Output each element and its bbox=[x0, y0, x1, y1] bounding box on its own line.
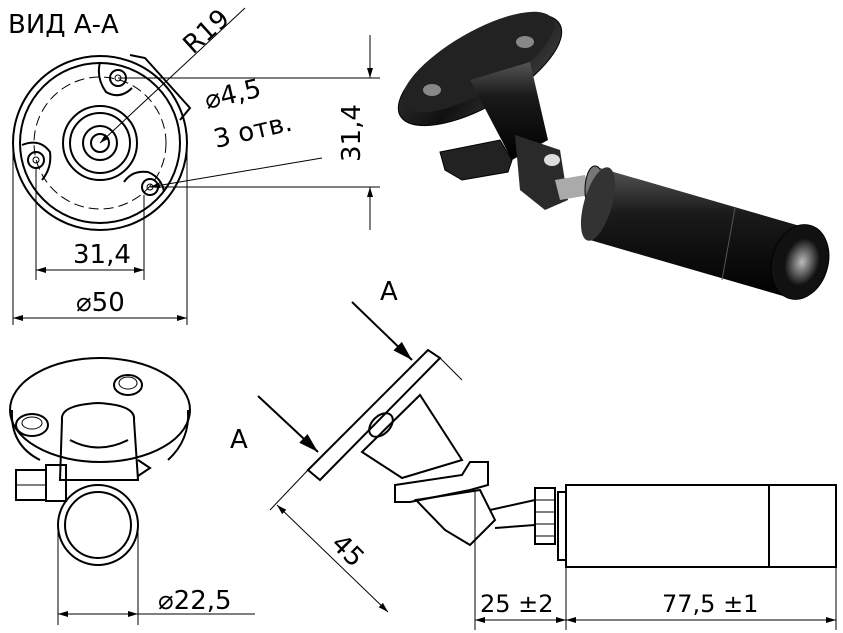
side-bracket bbox=[394, 461, 489, 503]
front-neck bbox=[58, 401, 140, 481]
hole-diameter-value: 4,5 bbox=[217, 74, 264, 113]
side-plate-hole bbox=[368, 412, 394, 438]
width-dim-label: 31,4 bbox=[73, 240, 131, 270]
angle-ext-right bbox=[439, 357, 463, 381]
mount-ring-mid bbox=[69, 112, 131, 174]
camera-3d-render bbox=[397, 11, 830, 300]
render-swivel-hole bbox=[544, 154, 560, 166]
render-hole-1 bbox=[423, 84, 441, 96]
svg-text:⌀22,5: ⌀22,5 bbox=[158, 586, 232, 616]
height-dim-label: 31,4 bbox=[337, 104, 367, 162]
front-screw-left bbox=[15, 413, 49, 437]
svg-text:⌀50: ⌀50 bbox=[76, 288, 125, 318]
side-body-rear bbox=[557, 491, 567, 561]
side-neck bbox=[360, 393, 464, 480]
hole-leader bbox=[149, 157, 323, 189]
render-plate-top bbox=[402, 11, 554, 113]
front-tab bbox=[137, 459, 152, 477]
front-tube-outer bbox=[57, 484, 139, 566]
mount-ring-outer bbox=[62, 105, 138, 181]
side-swivel bbox=[413, 488, 497, 547]
bolt-circle bbox=[33, 76, 167, 210]
hole-count-label: 3 отв. bbox=[211, 108, 295, 155]
render-body-rear bbox=[580, 167, 616, 241]
side-stem bbox=[489, 498, 536, 529]
body-dim-label: 77,5 ±1 bbox=[662, 590, 758, 618]
section-label-left: A bbox=[230, 425, 248, 455]
front-plate-edge-right bbox=[167, 409, 190, 461]
render-body-seam bbox=[721, 207, 736, 281]
front-neck-curve bbox=[69, 439, 129, 449]
render-stem bbox=[555, 175, 590, 200]
render-lens-glass bbox=[784, 238, 820, 286]
angle-ext-left bbox=[269, 469, 309, 511]
base-diameter-symbol: ⌀ bbox=[76, 288, 92, 318]
side-camera-body bbox=[565, 484, 837, 568]
side-view: A A 45 25 ±2 77 bbox=[230, 277, 837, 630]
radius-label: R19 bbox=[178, 4, 236, 61]
angle-dim-label: 45 bbox=[325, 529, 370, 574]
svg-text:⌀4,5: ⌀4,5 bbox=[202, 74, 264, 116]
render-neck bbox=[470, 62, 548, 160]
tube-diameter-symbol: ⌀ bbox=[158, 586, 174, 616]
front-tube-inner bbox=[64, 491, 132, 559]
render-camera-body bbox=[590, 168, 800, 298]
tube-diameter-value: 22,5 bbox=[174, 586, 232, 616]
render-swivel bbox=[515, 135, 568, 210]
view-title: ВИД А-А bbox=[8, 10, 119, 40]
radius-leader bbox=[99, 7, 246, 144]
mount-ring-inner bbox=[82, 125, 118, 161]
front-knob-block bbox=[45, 464, 67, 502]
angle-dim-line bbox=[276, 504, 389, 613]
side-nut bbox=[534, 487, 556, 545]
section-arrow-left bbox=[257, 395, 319, 453]
hole-callout: ⌀4,5 3 отв. bbox=[202, 74, 295, 155]
render-hole-2 bbox=[516, 36, 534, 48]
render-bracket bbox=[439, 139, 513, 181]
base-diameter-value: 50 bbox=[92, 288, 125, 318]
arm-dim-label: 25 ±2 bbox=[480, 590, 554, 618]
view-a-a: ВИД А-А R19 bbox=[8, 4, 380, 325]
hole-diameter-symbol: ⌀ bbox=[202, 83, 224, 116]
front-screw-right bbox=[113, 374, 143, 396]
section-label-top: A bbox=[380, 277, 398, 307]
section-arrow-top bbox=[351, 301, 413, 361]
base-tab bbox=[129, 54, 192, 121]
front-plate-edge-left bbox=[10, 409, 41, 461]
front-view: ⌀22,5 bbox=[9, 357, 255, 625]
front-base-plate bbox=[9, 357, 191, 463]
